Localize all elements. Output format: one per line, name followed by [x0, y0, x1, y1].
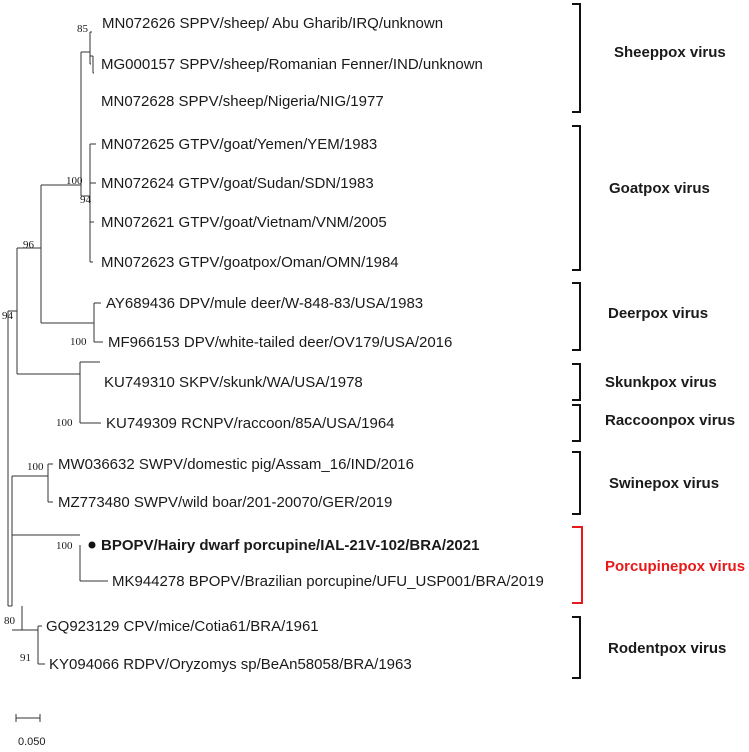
clade-label-skunkpox: Skunkpox virus	[605, 374, 717, 391]
leaf-labels: MN072626 SPPV/sheep/ Abu Gharib/IRQ/unkn…	[46, 15, 544, 673]
leaf-label: KU749309 RCNPV/raccoon/85A/USA/1964	[106, 415, 395, 432]
clade-label-goatpox: Goatpox virus	[609, 180, 710, 197]
leaf-label: MN072623 GTPV/goatpox/Oman/OMN/1984	[101, 254, 399, 271]
leaf-label: MK944278 BPOPV/Brazilian porcupine/UFU_U…	[112, 573, 544, 590]
bullet-marker-icon	[88, 541, 96, 549]
clade-labels: Sheeppox virus Goatpox virus Deerpox vir…	[605, 44, 745, 657]
leaf-label: MZ773480 SWPV/wild boar/201-20070/GER/20…	[58, 494, 392, 511]
clade-label-swinepox: Swinepox virus	[609, 475, 719, 492]
clade-label-sheeppox: Sheeppox virus	[614, 44, 726, 61]
scale-bar: 0.050	[15, 714, 46, 748]
clade-label-deerpox: Deerpox virus	[608, 305, 708, 322]
clade-bracket-sheeppox	[572, 3, 581, 113]
clade-label-rodentpox: Rodentpox virus	[608, 640, 726, 657]
leaf-label: MN072621 GTPV/goat/Vietnam/VNM/2005	[101, 214, 387, 231]
bootstrap-value: 96	[23, 239, 35, 251]
leaf-label: GQ923129 CPV/mice/Cotia61/BRA/1961	[46, 618, 319, 635]
bootstrap-value: 80	[4, 615, 16, 627]
clade-bracket-raccoonpox	[572, 404, 581, 442]
clade-brackets	[572, 3, 583, 679]
bootstrap-value: 100	[27, 461, 44, 473]
leaf-label: KY094066 RDPV/Oryzomys sp/BeAn58058/BRA/…	[49, 656, 412, 673]
bootstrap-values: 85 100 94 96 100 94 100 100 100 80 91	[2, 23, 92, 664]
bootstrap-value: 100	[56, 417, 73, 429]
leaf-label-highlighted: BPOPV/Hairy dwarf porcupine/IAL-21V-102/…	[101, 537, 479, 554]
bootstrap-value: 94	[80, 194, 92, 206]
leaf-label: MF966153 DPV/white-tailed deer/OV179/USA…	[108, 334, 452, 351]
clade-label-porcupinepox: Porcupinepox virus	[605, 558, 745, 575]
leaf-label: AY689436 DPV/mule deer/W-848-83/USA/1983	[106, 295, 423, 312]
bootstrap-value: 100	[56, 540, 73, 552]
clade-bracket-goatpox	[572, 125, 581, 271]
leaf-label: KU749310 SKPV/skunk/WA/USA/1978	[104, 374, 363, 391]
clade-bracket-swinepox	[572, 451, 581, 515]
clade-label-raccoonpox: Raccoonpox virus	[605, 412, 735, 429]
clade-bracket-rodentpox	[572, 616, 581, 679]
clade-bracket-skunkpox	[572, 363, 581, 401]
clade-bracket-porcupinepox	[572, 526, 583, 604]
bootstrap-value: 85	[77, 23, 89, 35]
clade-bracket-deerpox	[572, 282, 581, 351]
bootstrap-value: 100	[70, 336, 87, 348]
bootstrap-value: 94	[2, 310, 14, 322]
leaf-label: MN072624 GTPV/goat/Sudan/SDN/1983	[101, 175, 374, 192]
leaf-label: MG000157 SPPV/sheep/Romanian Fenner/IND/…	[101, 56, 483, 73]
leaf-label: MW036632 SWPV/domestic pig/Assam_16/IND/…	[58, 456, 414, 473]
tree-branches	[7, 31, 108, 665]
leaf-label: MN072625 GTPV/goat/Yemen/YEM/1983	[101, 136, 377, 153]
scale-bar-label: 0.050	[18, 736, 46, 748]
bootstrap-value: 91	[20, 652, 31, 664]
bootstrap-value: 100	[66, 175, 83, 187]
leaf-label: MN072628 SPPV/sheep/Nigeria/NIG/1977	[101, 93, 384, 110]
leaf-label: MN072626 SPPV/sheep/ Abu Gharib/IRQ/unkn…	[102, 15, 443, 32]
